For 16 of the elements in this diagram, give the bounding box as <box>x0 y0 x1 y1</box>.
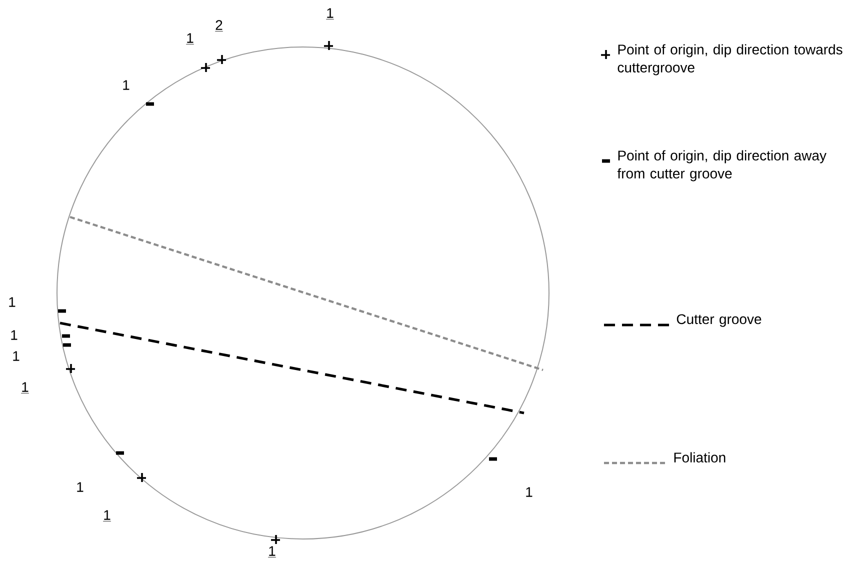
count-label: 1 <box>77 482 84 492</box>
count-label: 1 <box>20 382 30 394</box>
count-label: 1 <box>186 33 194 44</box>
count-label: 1 <box>102 510 112 522</box>
count-label: 1 <box>13 351 20 361</box>
legend-item: Cutter groove <box>604 314 762 327</box>
count-label: 2 <box>214 20 224 32</box>
count-label: 1 <box>123 80 130 90</box>
legend-item: Point of origin, dip direction away from cutter groove <box>602 150 826 182</box>
count-label: 1 <box>526 487 532 497</box>
count-label: 1 <box>268 546 276 558</box>
count-label: 1 <box>11 330 18 340</box>
legend-item: Foliation <box>604 452 726 464</box>
count-label: 1 <box>326 8 334 20</box>
legend-item: Point of origin, dip direction towards cuttergroove <box>600 44 842 76</box>
count-label: 1 <box>9 297 16 307</box>
